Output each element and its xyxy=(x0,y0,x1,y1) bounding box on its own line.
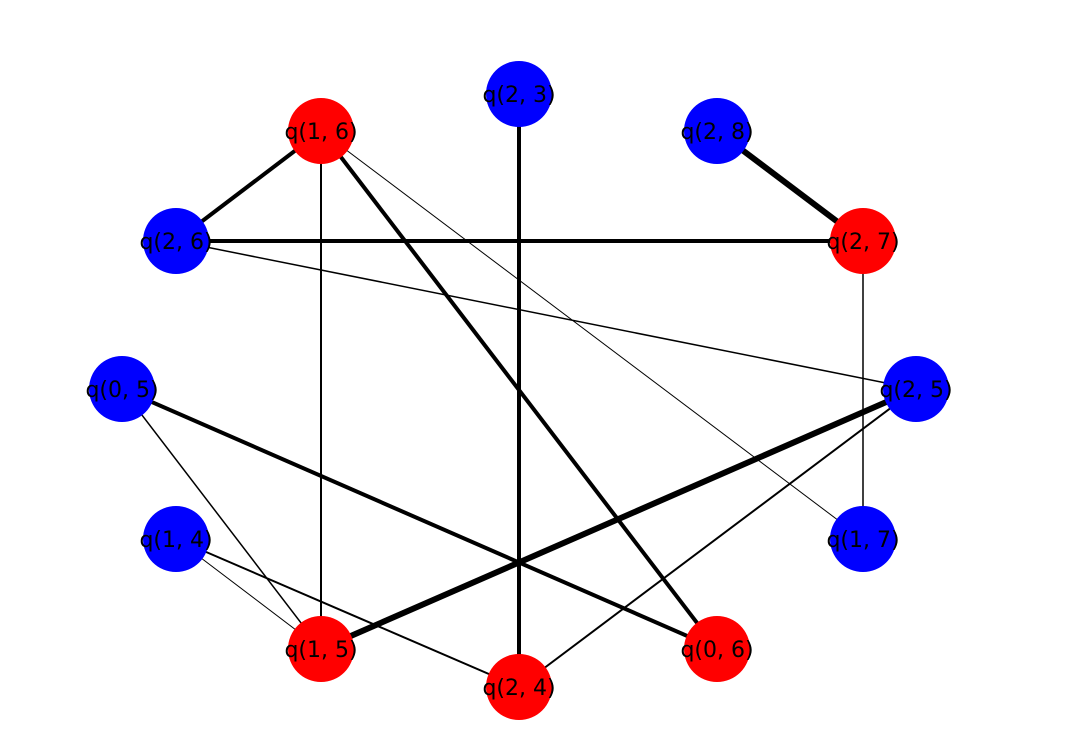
edge-q25-q24 xyxy=(518,388,917,688)
node-q15: q(1, 5) xyxy=(284,616,358,682)
node-circle xyxy=(684,616,750,682)
node-q24: q(2, 4) xyxy=(482,654,556,720)
node-q06: q(0, 6) xyxy=(680,616,754,682)
node-circle xyxy=(143,506,209,572)
edge-q05-q06 xyxy=(121,387,718,651)
node-circle xyxy=(486,654,552,720)
node-circle xyxy=(486,61,552,127)
node-q28: q(2, 8) xyxy=(680,98,754,164)
node-circle xyxy=(830,208,896,274)
edge-q26-q25 xyxy=(175,240,917,390)
edge-q14-q24 xyxy=(175,538,520,688)
node-q27: q(2, 7) xyxy=(826,208,900,274)
node-label: q(2, 7) xyxy=(826,230,899,255)
node-circle xyxy=(288,98,354,164)
node-circle xyxy=(883,356,949,422)
node-circle xyxy=(288,616,354,682)
node-q16: q(1, 6) xyxy=(284,98,358,164)
node-q17: q(1, 7) xyxy=(826,506,900,572)
edge-q25-q15 xyxy=(319,386,918,652)
node-q23: q(2, 3) xyxy=(482,61,556,127)
node-label: q(1, 4) xyxy=(139,528,212,553)
node-q14: q(1, 4) xyxy=(139,506,213,572)
node-label: q(2, 5) xyxy=(879,378,952,403)
node-q26: q(2, 6) xyxy=(139,208,213,274)
edge-q16-q17 xyxy=(320,130,864,540)
node-label: q(2, 4) xyxy=(482,676,555,701)
node-q25: q(2, 5) xyxy=(879,356,953,422)
node-circle xyxy=(830,506,896,572)
node-label: q(1, 7) xyxy=(826,528,899,553)
node-label: q(0, 6) xyxy=(680,638,753,663)
node-q05: q(0, 5) xyxy=(85,356,159,422)
node-label: q(2, 6) xyxy=(139,230,212,255)
node-label: q(2, 3) xyxy=(482,83,555,108)
nodes-layer: q(2, 3) q(1, 6) q(2, 8) q(2, 6) q(2, 7) q(0, … xyxy=(85,61,953,720)
edge-q05-q15 xyxy=(121,388,322,650)
node-label: q(1, 6) xyxy=(284,120,357,145)
node-circle xyxy=(143,208,209,274)
node-label: q(2, 8) xyxy=(680,120,753,145)
node-circle xyxy=(684,98,750,164)
node-label: q(0, 5) xyxy=(85,378,158,403)
node-circle xyxy=(89,356,155,422)
node-label: q(1, 5) xyxy=(284,638,357,663)
edges-layer xyxy=(121,94,918,688)
